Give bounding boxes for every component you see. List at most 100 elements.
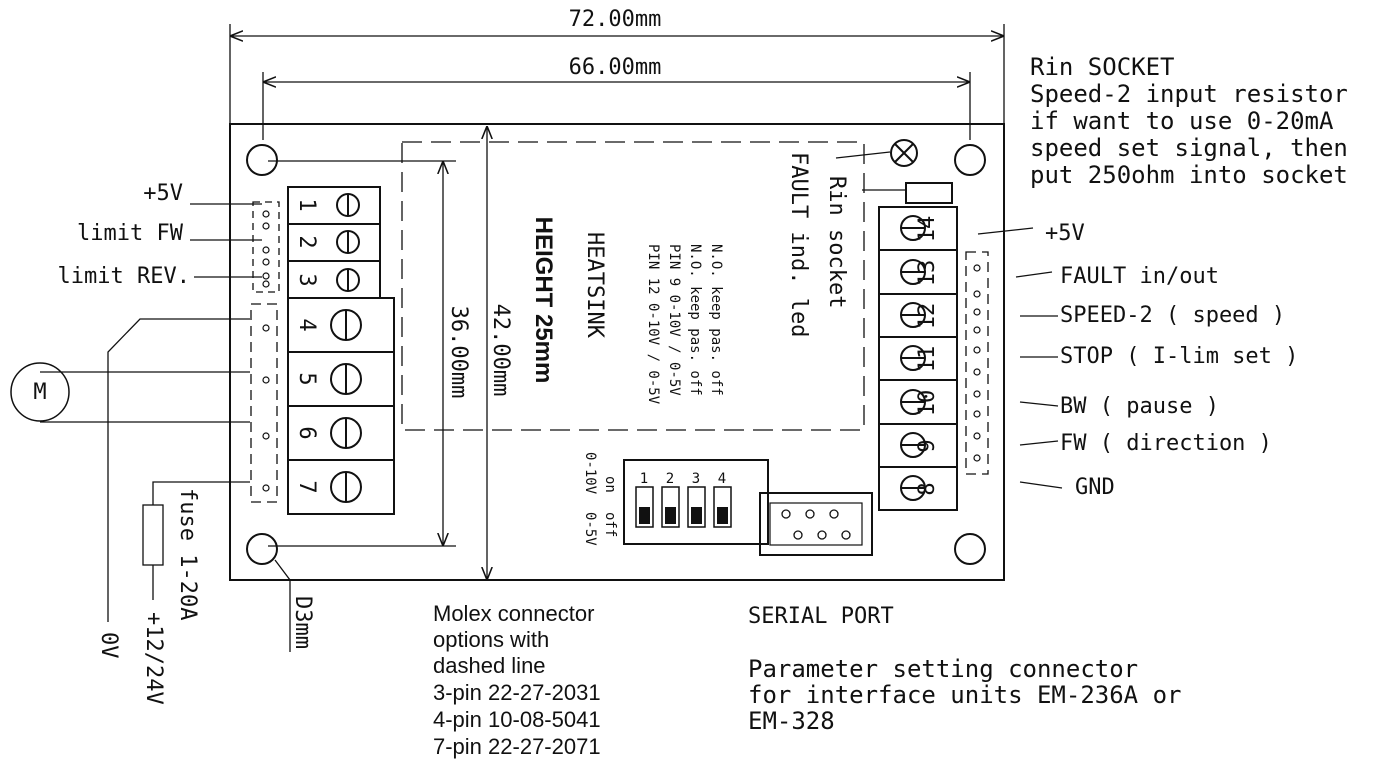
heatsink-label: HEATSINK [582,232,607,339]
dip-toggles [639,507,728,524]
screw-icon [330,417,362,449]
right-signal-label: GND [1075,475,1115,500]
screw-icon [900,432,926,458]
dip-switch [623,459,769,545]
fuse-label: fuse 1-20A [175,488,200,620]
left-terminal-block [287,186,395,515]
molex-note-line: 4-pin 10-08-5041 [433,707,601,732]
serial-port-description-line: EM-328 [748,707,835,735]
molex-note-line: 3-pin 22-27-2031 [433,680,601,705]
screw-icon [900,345,926,371]
serial-port-description-line: for interface units EM-236A or [748,681,1181,709]
left-signal-labels: +5V limit FW limit REV. [58,181,190,289]
hole-diameter-label: D3mm [290,596,315,649]
right-terminal-number: 8 [915,482,940,495]
screw-icon [336,268,360,292]
overall-height-label: 42.00mm [488,304,513,397]
motor-label: M [33,380,46,405]
dip-number: 2 [666,471,674,487]
jumper-note-3: PIN 9 0-10V / 0-5V [666,244,682,396]
hole-spacing-height-label: 36.00mm [446,306,471,399]
rin-note-line-3: if want to use 0-20mA [1030,107,1334,135]
serial-port-title: SERIAL PORT [748,604,894,629]
left-terminal-number: 5 [294,372,319,385]
molex-note: Molex connector options with dashed line… [433,601,601,759]
left-large-dashed-connector [250,303,278,503]
left-terminal-number: 1 [294,198,319,211]
molex-note-line: options with [433,627,549,652]
right-terminal-number: 11 [915,346,940,373]
fault-led-icon [890,139,918,167]
left-signal-label: limit REV. [58,264,190,289]
mounting-holes [246,144,986,565]
rin-note: Rin SOCKET Speed-2 input resistor if wan… [1030,53,1348,189]
rin-note-line-2: Speed-2 input resistor [1030,80,1348,108]
screw-icon [900,259,926,285]
serial-port-description-line: Parameter setting connector [748,655,1138,683]
molex-note-line: dashed line [433,653,546,678]
right-terminal-numbers: 14 13 12 11 10 9 8 [915,216,940,496]
jumper-note-4: PIN 12 0-10V / 0-5V [645,244,661,405]
dimension-lines [229,24,1005,580]
right-signal-label: SPEED-2 ( speed ) [1060,303,1285,328]
jumper-note-1b: N.O. keep pas. off [708,244,724,396]
screw-icon [900,389,926,415]
heatsink-height-label: HEIGHT 25mm [530,217,557,384]
screw-icon [900,302,926,328]
left-terminal-number: 3 [294,273,319,286]
right-terminal-number: 14 [915,216,940,243]
right-signal-label: FW ( direction ) [1060,431,1272,456]
left-terminal-number: 4 [294,318,319,331]
right-signal-leaders [977,227,1063,489]
rin-note-line-5: put 250ohm into socket [1030,161,1348,189]
right-terminal-number: 10 [915,390,940,417]
left-signal-label: +5V [143,181,183,206]
left-terminal-number: 7 [294,480,319,493]
molex-note-line: Molex connector [433,601,594,626]
right-dashed-connector [965,251,989,475]
dip-number: 4 [718,471,726,487]
left-signal-leaders [190,203,262,278]
left-small-dashed-connector [252,201,280,293]
right-pins [973,264,981,462]
board-outline [229,123,1005,581]
rin-socket-label: Rin socket [824,176,849,308]
dip-switch-labels: 1 2 3 4 on off 0-10V 0-5V [582,452,726,546]
left-terminal-number: 6 [294,426,319,439]
left-small-pins [262,210,270,288]
jumper-note-2: N.O. keep pas. off [687,244,703,396]
motor-wiring [10,318,250,622]
hole-spacing-width-label: 66.00mm [569,55,662,80]
rin-note-line-4: speed set signal, then [1030,134,1348,162]
hole-leader-line [274,559,291,652]
left-terminal-number: 2 [294,235,319,248]
screw-icon [330,309,362,341]
right-signal-label: +5V [1045,221,1085,246]
right-signal-label: BW ( pause ) [1060,394,1219,419]
dip-number: 1 [640,471,648,487]
rin-socket [905,182,953,204]
screw-icon [336,193,360,217]
serial-port-connector [759,492,873,556]
screw-icon [330,363,362,395]
right-terminal-number: 9 [915,439,940,452]
screw-icon [900,215,926,241]
supply-positive-label: +12/24V [141,612,166,705]
dip-range-b: 0-5V [582,512,598,546]
dip-on-label: on [602,476,618,493]
right-terminal-number: 13 [915,260,940,287]
right-signal-label: STOP ( I-lim set ) [1060,344,1298,369]
molex-note-line: 7-pin 22-27-2071 [433,734,601,759]
left-signal-label: limit FW [77,221,184,246]
dip-off-label: off [602,512,618,537]
dip-range-a: 0-10V [582,452,598,495]
screw-icon [336,230,360,254]
left-screws [330,193,362,503]
left-large-pins [262,324,270,492]
right-signal-label: FAULT in/out [1060,264,1219,289]
fault-led-label: FAULT ind. led [786,152,811,337]
supply-zero-label: 0V [96,632,121,659]
right-terminal-number: 12 [915,303,940,330]
right-signal-labels: +5V FAULT in/out SPEED-2 ( speed ) STOP … [1045,221,1298,500]
